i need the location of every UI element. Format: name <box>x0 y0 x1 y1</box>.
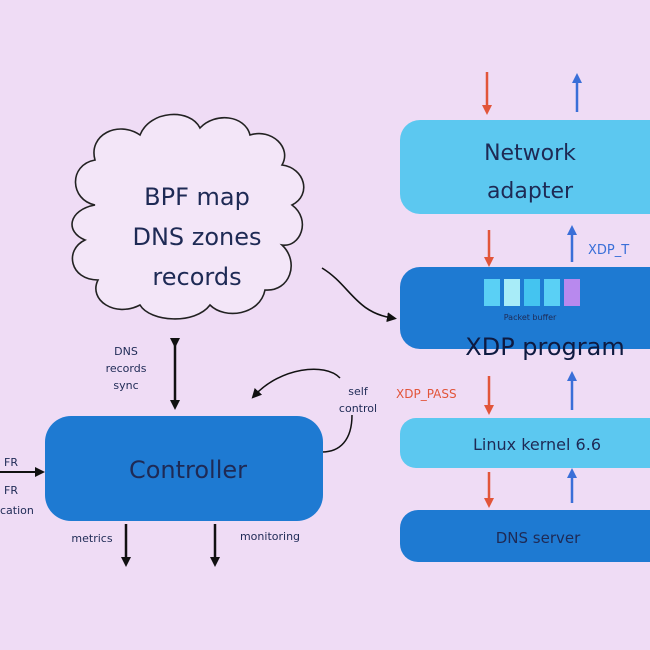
left-label-location: cation <box>0 504 34 517</box>
network-adapter-label-1: Network <box>484 141 576 166</box>
linux-kernel-label: Linux kernel 6.6 <box>473 435 601 454</box>
packet-buffer-cell <box>484 279 500 306</box>
packet-buffer <box>484 279 580 306</box>
packet-buffer-cell <box>544 279 560 306</box>
packet-buffer-label: Packet buffer <box>504 313 557 322</box>
left-label-fr-2: FR <box>4 484 18 497</box>
monitoring-label: monitoring <box>240 530 300 543</box>
linux-kernel-block <box>400 418 650 468</box>
packet-buffer-cell <box>564 279 580 306</box>
self-control-arrow-tail <box>321 414 353 453</box>
cloud-line-3: records <box>152 263 241 291</box>
dns-server-block <box>400 510 650 562</box>
self-control-label-1: self <box>348 385 369 398</box>
left-label-fr-1: FR <box>4 456 18 469</box>
cloud-line-2: DNS zones <box>132 223 261 251</box>
xdp-tx-label: XDP_T <box>588 243 629 258</box>
controller-label: Controller <box>129 456 247 484</box>
self-control-label-2: control <box>339 402 377 415</box>
xdp-program-label: XDP program <box>465 333 624 361</box>
xdp-program-block <box>400 267 650 349</box>
controller-block <box>45 416 323 521</box>
dns-sync-label-3: sync <box>113 379 138 392</box>
packet-buffer-cell <box>504 279 520 306</box>
bpf-map-cloud <box>71 113 305 320</box>
dns-server-label: DNS server <box>496 529 581 547</box>
dns-sync-label-2: records <box>106 362 147 375</box>
cloud-line-1: BPF map <box>144 183 250 211</box>
network-adapter-label-2: adapter <box>487 179 574 204</box>
dns-sync-label-1: DNS <box>114 345 138 358</box>
metrics-label: metrics <box>71 532 112 545</box>
xdp-pass-label: XDP_PASS <box>396 387 457 401</box>
packet-buffer-cell <box>524 279 540 306</box>
cloud-to-xdp-arrow <box>321 267 397 323</box>
self-control-arrow <box>251 368 341 399</box>
network-adapter-block <box>400 120 650 214</box>
